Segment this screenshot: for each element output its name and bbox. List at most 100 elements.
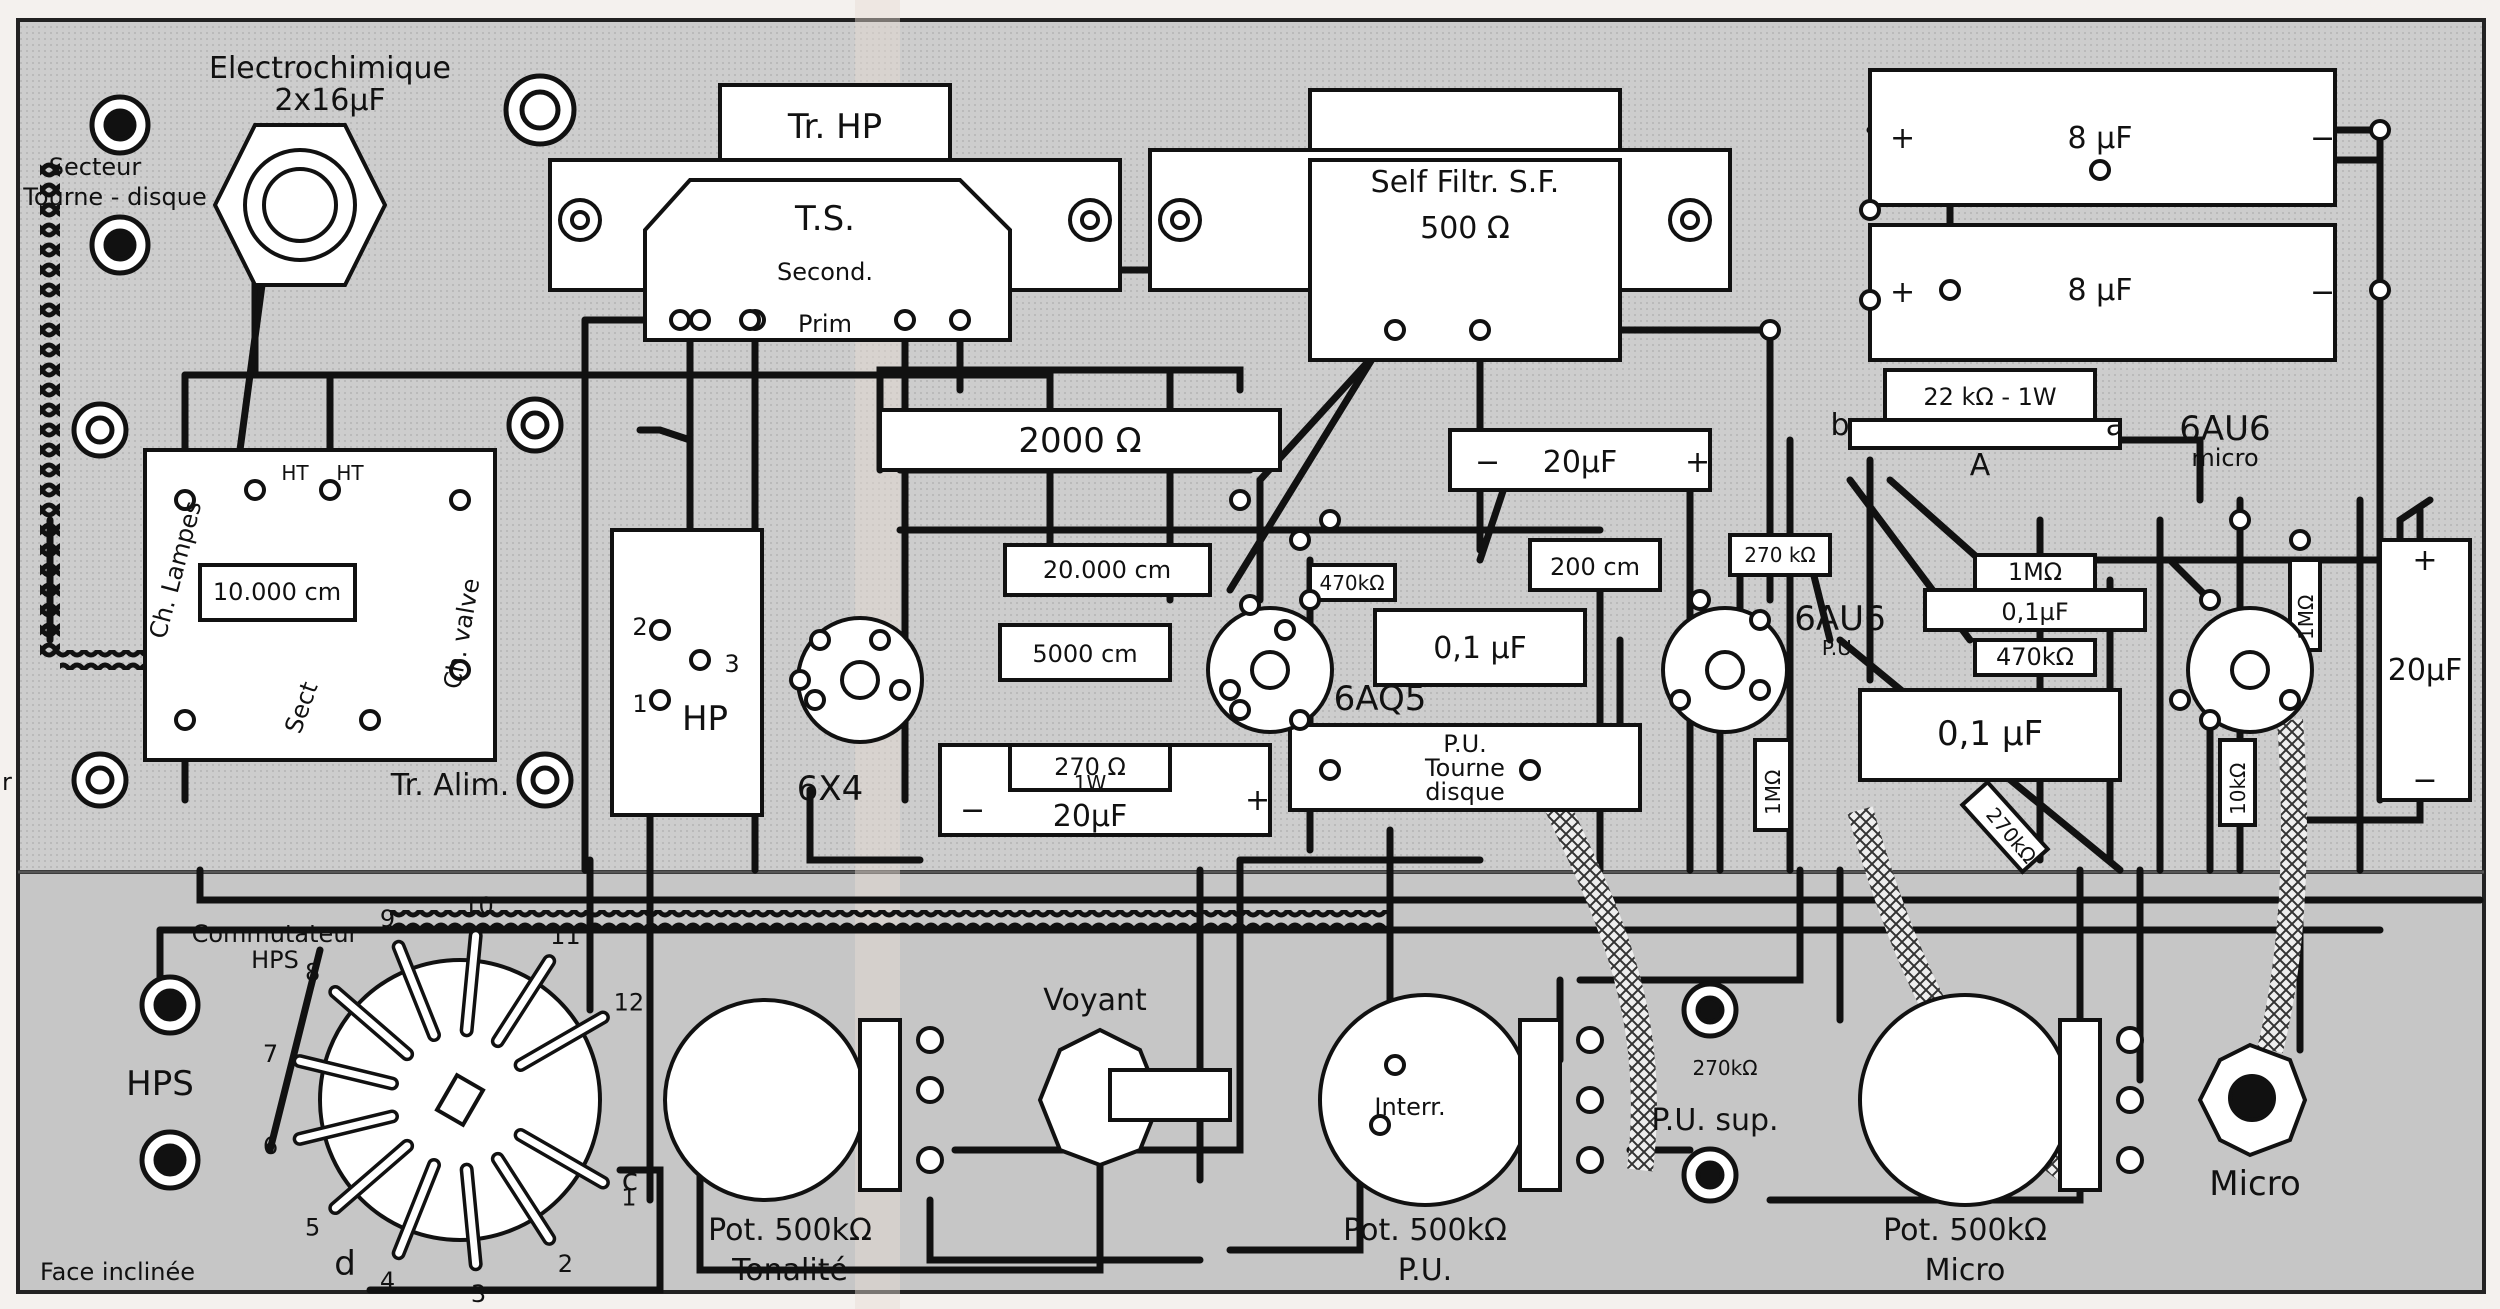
junction-dots — [174, 119, 2391, 1136]
label-cap-20uf-top: 20µF — [1543, 445, 1618, 480]
grommet — [71, 751, 129, 809]
label-edge-r: r — [2, 768, 12, 796]
label-interr: Interr. — [1374, 1093, 1445, 1121]
label-ts: T.S. — [794, 199, 855, 239]
terminal-lug — [1369, 1114, 1391, 1136]
svg-text:+: + — [1245, 783, 1270, 818]
res-270k-diagonal — [1959, 779, 2051, 875]
terminal-lug — [1469, 319, 1491, 341]
res-10000 — [198, 563, 357, 622]
svg-text:−: − — [1475, 445, 1500, 480]
label-second: Second. — [777, 258, 873, 286]
label-pu-sup: P.U. sup. — [1651, 1103, 1778, 1138]
label-pot-pu: Pot. 500kΩ — [1343, 1213, 1507, 1248]
label-cap-01-a: 0,1 µF — [1433, 631, 1527, 666]
svg-text:−: − — [2310, 275, 2335, 310]
terminal-lug — [669, 309, 691, 331]
label-face-inclinee: Face inclinée — [40, 1258, 195, 1286]
terminal-lug — [789, 669, 811, 691]
label-res-1m-vertical: 1MΩ — [1761, 770, 1785, 815]
commutateur-position-label: 4 — [380, 1267, 395, 1295]
socket-6aq5 — [1206, 606, 1334, 734]
terminal-lug — [2279, 689, 2301, 711]
socket-6au6-pu — [1661, 606, 1789, 734]
commutateur-position-label: 5 — [305, 1214, 320, 1242]
terminal-lug — [1239, 594, 1261, 616]
terminal-lug — [1319, 509, 1341, 531]
grommet — [503, 73, 577, 147]
pu-tourne-disque-strip — [1288, 723, 1642, 812]
jacks — [71, 73, 1739, 1204]
terminal-lug — [739, 309, 761, 331]
terminal-lug — [1859, 199, 1881, 221]
terminal-lug — [894, 309, 916, 331]
label-6au6-pu: 6AU6 — [1794, 599, 1885, 639]
label-cap-8uf-b: 8 µF — [2068, 273, 2133, 308]
commutateur-position-label: 12 — [614, 989, 645, 1017]
commutateur-position-label: 6 — [263, 1132, 278, 1160]
res-1m-vertical — [1753, 738, 1792, 832]
label-cap-20uf-bottom: 20µF — [1053, 799, 1128, 834]
label-micro: Micro — [1925, 1253, 2006, 1288]
terminal-lug — [869, 629, 891, 651]
pu-sup-jack-bottom — [1681, 1146, 1739, 1204]
grommet — [71, 401, 129, 459]
cap-8uf-a — [1868, 68, 2337, 207]
label-tonalite: Tonalité — [731, 1253, 848, 1288]
label-res-20000: 20.000 cm — [1043, 556, 1171, 584]
label-cap-01-b: 0,1µF — [2001, 598, 2068, 626]
terminal-lug — [1289, 709, 1311, 731]
label-hp-pin-1: 1 — [632, 690, 647, 718]
label-res-10000: 10.000 cm — [213, 578, 341, 606]
cap-01-b — [1923, 588, 2147, 632]
label-micro-small: micro — [2191, 444, 2258, 472]
cap-20uf-top — [1448, 428, 1712, 492]
commutateur-position-label: 3 — [471, 1280, 486, 1308]
terminal-lug — [2169, 689, 2191, 711]
label-res-22k: 22 kΩ - 1W — [1923, 383, 2056, 411]
hps-jack-bottom — [139, 1129, 201, 1191]
commutateur-position-label: 9 — [380, 905, 395, 933]
label-pin-b: b — [1830, 408, 1849, 443]
terminal-lug — [1749, 679, 1771, 701]
label-6x4: 6X4 — [797, 769, 864, 809]
commutateur-position-label: 7 — [263, 1040, 278, 1068]
terminal-lug — [2229, 509, 2251, 531]
commutateur-position-label: 11 — [550, 922, 581, 950]
label-res-10k-vertical: 10kΩ — [2226, 763, 2250, 815]
grommet — [506, 396, 564, 454]
svg-text:+: + — [1890, 121, 1915, 156]
svg-text:−: − — [2310, 121, 2335, 156]
cap-01-a — [1373, 608, 1587, 687]
hp-frame — [610, 528, 764, 817]
label-pin-d: d — [334, 1244, 356, 1284]
label-ht-2: HT — [336, 461, 364, 485]
text-labels: Electrochimique 2x16µF Secteur Tourne - … — [2, 51, 2462, 1288]
label-pu-td-2: Tourne — [1424, 754, 1505, 782]
terminal-lug — [449, 659, 471, 681]
label-pot-tonalite: Pot. 500kΩ — [708, 1213, 872, 1248]
label-self-filtre: Self Filtr. S.F. — [1371, 165, 1560, 200]
label-pin-c: c — [622, 1163, 639, 1198]
label-res-470k-a: 470kΩ — [1319, 571, 1384, 595]
terminal-lug — [174, 489, 196, 511]
label-res-1w: 1W — [1074, 771, 1107, 795]
label-hps-small: HPS — [251, 946, 299, 974]
svg-text:+: + — [1685, 445, 1710, 480]
terminal-lug — [449, 489, 471, 511]
terminal-lug — [2089, 159, 2111, 181]
res-470k-b — [1973, 638, 2097, 677]
pot-pu — [1318, 993, 1604, 1207]
label-self-value: 500 Ω — [1420, 211, 1510, 246]
commutateur-position-label: 2 — [558, 1250, 573, 1278]
svg-text:+: + — [2412, 543, 2437, 578]
terminal-lug — [2199, 709, 2221, 731]
terminal-lug — [1289, 529, 1311, 551]
terminal-lug — [359, 709, 381, 731]
res-20000 — [1003, 543, 1212, 597]
terminal-lug — [1859, 289, 1881, 311]
label-pu-td-1: P.U. — [1443, 730, 1487, 758]
label-pu-small: P.U. — [1822, 636, 1858, 660]
label-tourne-disque-jack: Tourne - disque — [22, 183, 206, 211]
terminal-lug — [1299, 589, 1321, 611]
